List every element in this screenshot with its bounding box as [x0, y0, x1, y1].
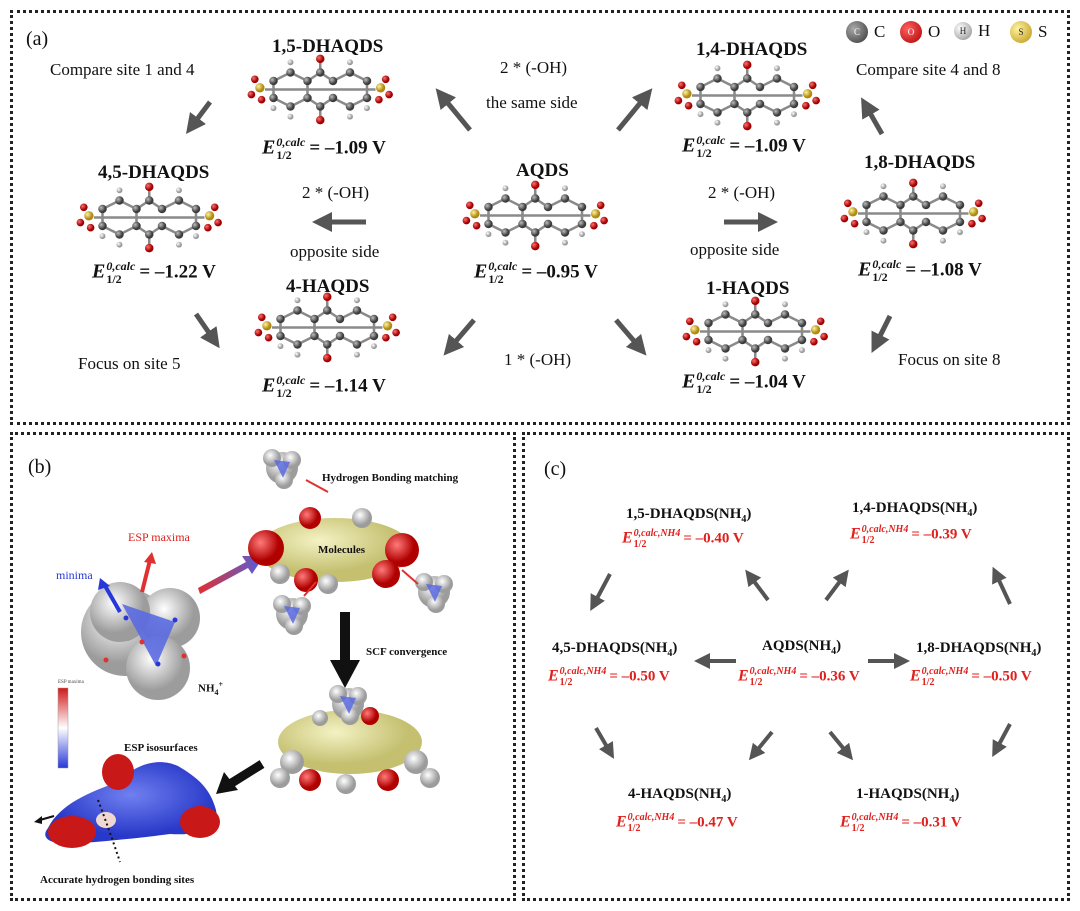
focus-site-8: Focus on site 8	[898, 350, 1001, 369]
arrows-panel-a	[186, 88, 893, 356]
c-name-1-haqds: 1-HAQDS(NH4)	[856, 786, 960, 805]
nh4-label: NH4+	[198, 680, 224, 697]
converged-complex	[270, 685, 440, 794]
c-name-4-haqds: 4-HAQDS(NH4)	[628, 786, 732, 805]
hb-matching-label: Hydrogen Bonding matching	[322, 472, 459, 484]
c-name-14-dhaqds: 1,4-DHAQDS(NH4)	[852, 500, 978, 519]
arrow-focus-5	[193, 312, 220, 349]
esp-maxima-label: ESP maxima	[128, 530, 190, 544]
same-side-label-2: the same side	[486, 93, 578, 112]
oxygen-ball-icon: O	[900, 21, 922, 43]
compare-site-1-4: Compare site 1 and 4	[50, 60, 195, 79]
c-name-aqds: AQDS(NH4)	[762, 638, 842, 657]
nh4-ion-big	[81, 582, 200, 700]
arrow-aqds-to-14	[616, 88, 653, 132]
panel-b-illustration	[34, 449, 453, 863]
name-1-haqds: 1-HAQDS	[706, 278, 790, 299]
panel-c	[522, 432, 1070, 901]
c-name-18-dhaqds: 1,8-DHAQDS(NH4)	[916, 640, 1042, 659]
hydrogen-ball-icon: H	[954, 22, 972, 40]
panel-b-label: (b)	[28, 456, 52, 478]
scf-label: SCF convergence	[366, 646, 448, 658]
focus-site-5: Focus on site 5	[78, 354, 181, 373]
colorbar-title: ESP maxima	[58, 680, 84, 685]
accurate-sites-label: Accurate hydrogen bonding sites	[40, 874, 195, 886]
panel-a	[10, 10, 1070, 425]
minima-label: minima	[56, 568, 93, 582]
name-14-dhaqds: 1,4-DHAQDS	[696, 39, 808, 60]
arrow-compare-48	[861, 97, 885, 136]
esp-isosurface	[34, 754, 220, 863]
name-45-dhaqds: 4,5-DHAQDS	[98, 162, 210, 183]
panel-c-label: (c)	[544, 458, 567, 480]
c-name-15-dhaqds: 1,5-DHAQDS(NH4)	[626, 506, 752, 525]
compare-site-4-8: Compare site 4 and 8	[856, 60, 1001, 79]
one-oh-label: 1 * (-OH)	[504, 350, 572, 369]
esp-colorbar	[57, 687, 69, 769]
name-18-dhaqds: 1,8-DHAQDS	[864, 152, 976, 173]
molecules-label: Molecules	[318, 544, 366, 556]
arrow-aqds-to-4	[443, 318, 476, 356]
opposite-left-label-2: opposite side	[290, 242, 380, 261]
arrow-aqds-to-15	[435, 88, 472, 132]
opposite-left-label-1: 2 * (-OH)	[302, 183, 370, 202]
carbon-ball-icon: C	[846, 21, 868, 43]
panel-b	[10, 432, 516, 901]
c-name-45-dhaqds: 4,5-DHAQDS(NH4)	[552, 640, 678, 659]
arrow-aqds-to-1	[614, 318, 647, 356]
esp-isosurfaces-label: ESP isosurfaces	[124, 742, 198, 754]
same-side-label-1: 2 * (-OH)	[500, 58, 568, 77]
name-15-dhaqds: 1,5-DHAQDS	[272, 36, 384, 57]
panel-a-label: (a)	[26, 28, 49, 50]
name-aqds: AQDS	[516, 160, 569, 181]
arrow-focus-8	[871, 314, 893, 353]
opposite-right-label-1: 2 * (-OH)	[708, 183, 776, 202]
arrow-compare-14	[186, 100, 212, 134]
sulfur-ball-icon: S	[1010, 21, 1032, 43]
opposite-right-label-2: opposite side	[690, 240, 780, 259]
name-4-haqds: 4-HAQDS	[286, 276, 370, 297]
